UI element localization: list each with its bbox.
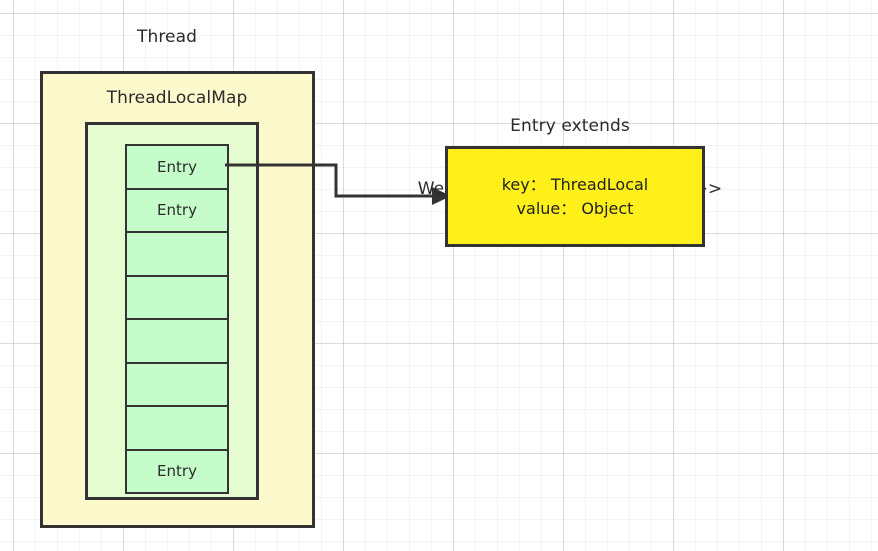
entry-cell: Entry: [125, 187, 229, 233]
entry-caption-line-1: Entry extends: [510, 116, 630, 137]
entry-detail-box: key： ThreadLocal value： Object: [445, 146, 705, 247]
entry-cell: [125, 361, 229, 407]
threadlocalmap-label: ThreadLocalMap: [106, 88, 248, 108]
entry-value-line: value： Object: [516, 198, 634, 218]
entry-cell: [125, 231, 229, 277]
entry-cell: [125, 405, 229, 451]
thread-label: Thread: [136, 27, 198, 47]
entry-to-detail-connector: [225, 163, 451, 205]
entry-cell: Entry: [125, 448, 229, 494]
entry-cell: [125, 274, 229, 320]
entry-cell: [125, 318, 229, 364]
entry-key-line: key： ThreadLocal: [501, 175, 649, 195]
arrowhead-icon: [432, 187, 451, 205]
entry-table: Entry Entry Entry: [125, 144, 229, 494]
entry-cell: Entry: [125, 144, 229, 190]
connector-line: [225, 163, 432, 198]
